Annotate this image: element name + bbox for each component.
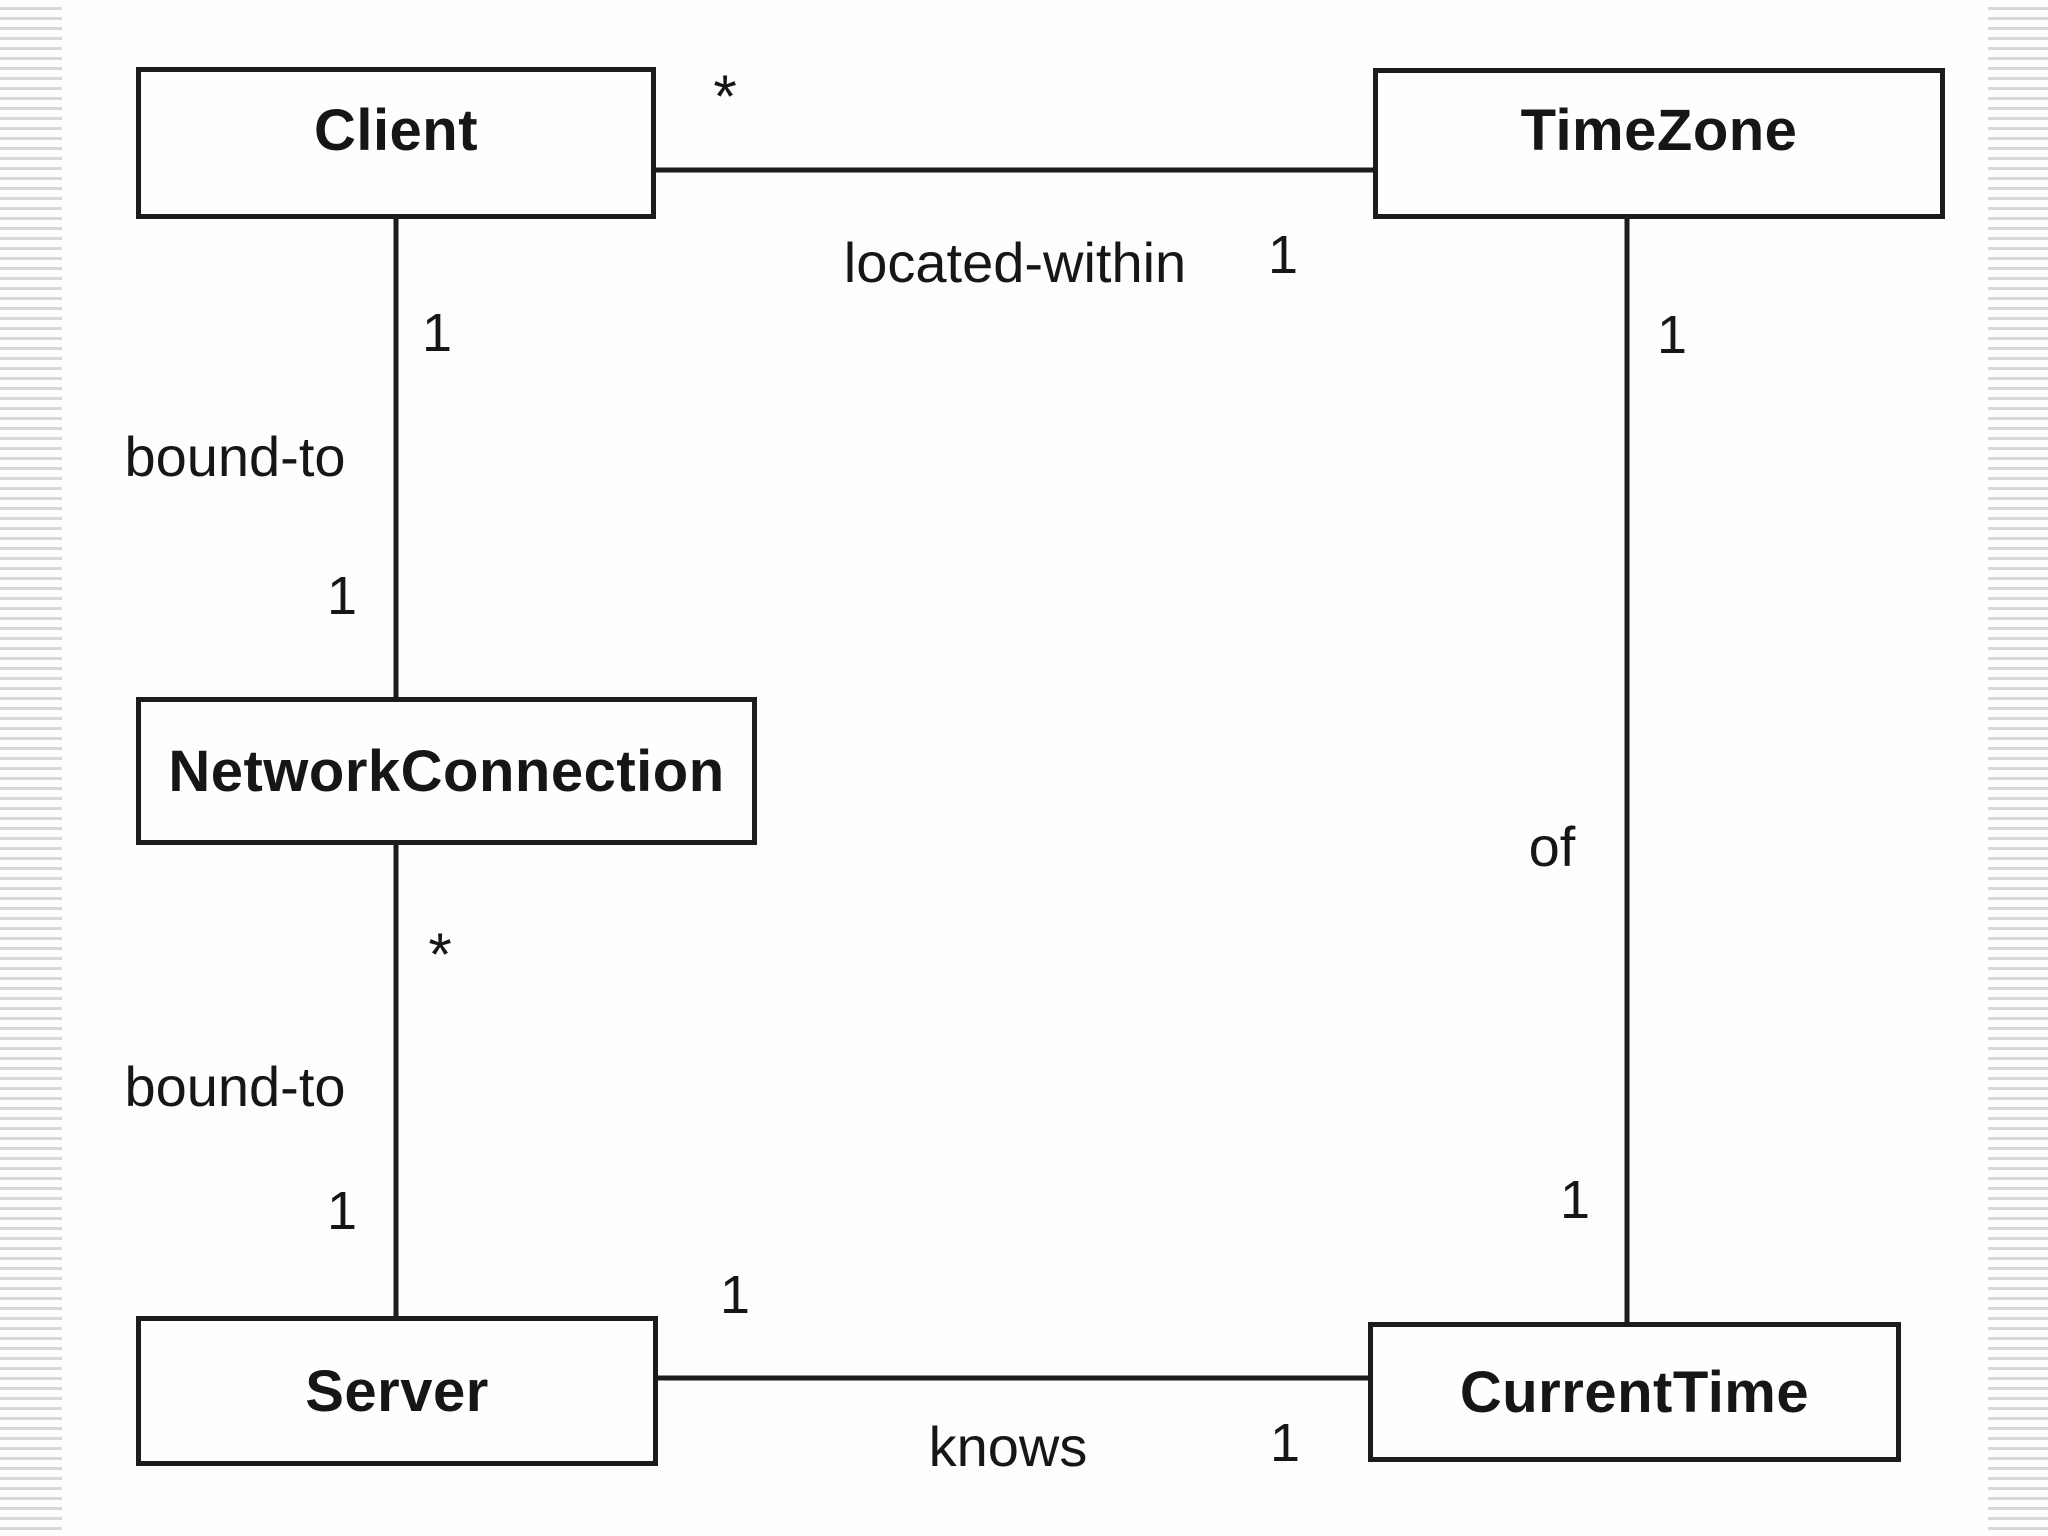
association-label-of: of — [1528, 815, 1576, 878]
multiplicity-server-knows: 1 — [719, 1265, 751, 1325]
association-label-located-within: located-within — [843, 231, 1187, 294]
left-stripe-band — [0, 0, 62, 1536]
class-box-networkconnection: NetworkConnection — [136, 697, 757, 845]
class-box-server: Server — [136, 1316, 658, 1466]
class-name-currenttime: CurrentTime — [1459, 1359, 1810, 1425]
class-name-timezone: TimeZone — [1520, 98, 1798, 163]
multiplicity-currenttime-knows: 1 — [1269, 1413, 1301, 1473]
association-label-bound-to-server: bound-to — [124, 1055, 346, 1118]
association-label-bound-to-client: bound-to — [124, 425, 346, 488]
right-stripe-band — [1988, 0, 2048, 1536]
multiplicity-timezone-of: 1 — [1656, 305, 1688, 365]
multiplicity-timezone-located-within: 1 — [1267, 225, 1299, 285]
class-name-networkconnection: NetworkConnection — [168, 738, 725, 804]
class-box-timezone: TimeZone — [1373, 68, 1945, 219]
multiplicity-client-bound-to: 1 — [421, 303, 453, 363]
multiplicity-networkconnection-bound-to-client: 1 — [326, 566, 358, 626]
class-box-client: Client — [136, 67, 656, 219]
association-label-knows: knows — [928, 1415, 1088, 1478]
class-box-currenttime: CurrentTime — [1368, 1322, 1901, 1462]
multiplicity-client-located-within: * — [713, 63, 737, 130]
class-name-server: Server — [305, 1358, 489, 1424]
multiplicity-networkconnection-bound-to-server: * — [428, 921, 452, 988]
multiplicity-currenttime-of: 1 — [1559, 1170, 1591, 1230]
class-name-client: Client — [313, 97, 479, 163]
multiplicity-server-bound-to: 1 — [326, 1181, 358, 1241]
